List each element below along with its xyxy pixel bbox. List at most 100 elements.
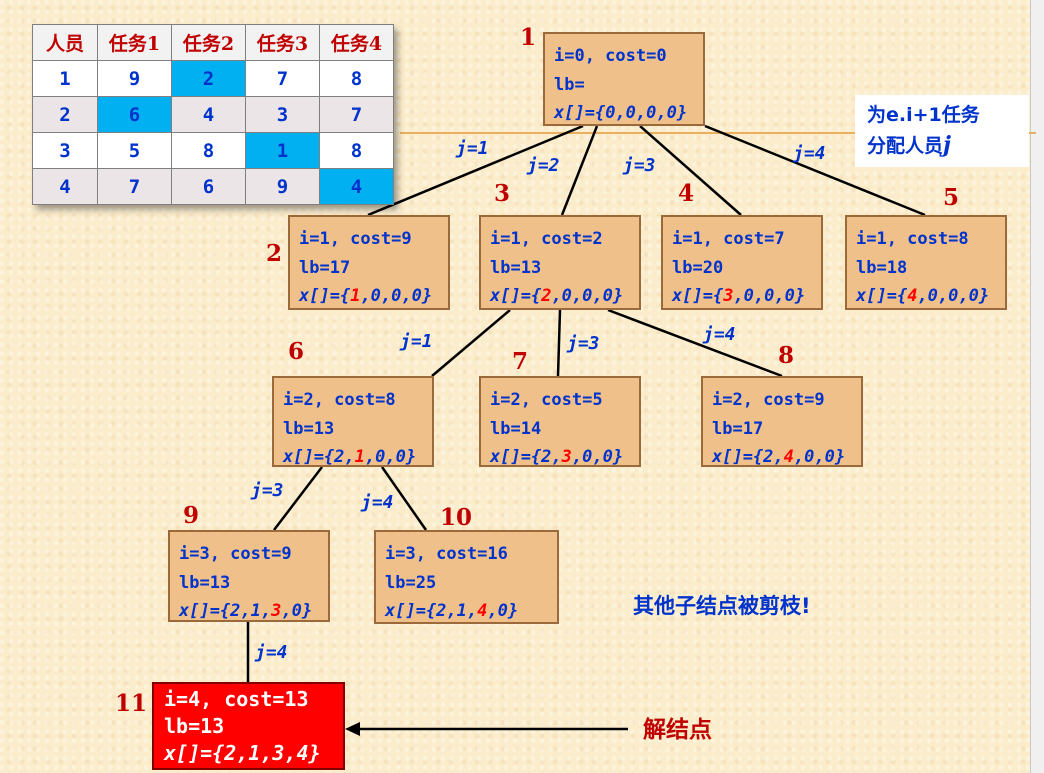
node-bound: lb=17 [299,257,351,278]
node-label-4: 4 [678,180,695,207]
tree-node-6: i=2, cost=8 lb=13 x[]={2,1,0,0} [272,376,434,467]
node-assignment: x[]={0,0,0,0} [554,103,688,123]
node-state: i=1, cost=7 [672,229,785,249]
tree-node-9: i=3, cost=9 lb=13 x[]={2,1,3,0} [168,530,330,622]
table-cell-highlighted: 1 [245,132,320,169]
node-state: i=1, cost=2 [490,229,603,249]
table-row: 3 5 8 1 8 [32,132,394,169]
node-assignment: x[]={4,0,0,0} [856,286,990,306]
node-label-7: 7 [512,348,529,375]
node-state: i=3, cost=9 [179,544,292,564]
table-cell-person: 4 [32,168,98,205]
edge-label-3-6: j=1 [400,331,433,352]
edge-label-3-7: j=3 [567,333,600,354]
decorative-rule [400,132,1036,134]
node-assignment: x[]={2,3,0,0} [490,447,624,467]
node-bound: lb=13 [490,257,542,278]
node-bound: lb=17 [712,418,764,439]
edge-3-8 [607,308,783,378]
table-cell: 7 [245,60,320,97]
table-cell-highlighted: 2 [171,60,246,97]
tree-node-4: i=1, cost=7 lb=20 x[]={3,0,0,0} [661,215,823,310]
tree-node-2: i=1, cost=9 lb=17 x[]={1,0,0,0} [288,215,450,310]
pruned-note: 其他子结点被剪枝! [633,594,811,618]
edge-label-6-9: j=3 [251,480,284,501]
tree-node-1: i=0, cost=0 lb= x[]={0,0,0,0} [543,32,705,126]
note-line-2: 分配人员 [867,135,944,157]
node-assignment: x[]={2,4,0,0} [712,447,846,467]
node-assignment: x[]={2,0,0,0} [490,286,624,306]
node-state: i=1, cost=9 [299,229,412,249]
edge-1-3 [560,125,599,216]
node-state: i=1, cost=8 [856,229,969,249]
node-assignment: x[]={2,1,3,4} [164,741,321,765]
table-cell: 6 [171,168,246,205]
node-label-8: 8 [778,342,795,369]
table-cell-highlighted: 6 [97,96,172,133]
tree-node-5: i=1, cost=8 lb=18 x[]={4,0,0,0} [845,215,1007,310]
edge-label-9-11: j=4 [255,642,288,663]
table-cell-person: 2 [32,96,98,133]
table-cell-person: 1 [32,60,98,97]
node-label-11: 11 [115,690,148,717]
edge-3-6 [431,309,511,377]
table-cell: 8 [319,132,394,169]
node-label-2: 2 [266,240,283,267]
table-cell: 3 [245,96,320,133]
tree-node-7: i=2, cost=5 lb=14 x[]={2,3,0,0} [479,376,641,467]
note-line-1: 为e.i+1任务 [867,104,980,126]
table-header-cell: 人员 [32,24,98,61]
tree-node-10: i=3, cost=16 lb=25 x[]={2,1,4,0} [374,530,559,624]
edge-6-9 [273,466,323,531]
node-bound: lb=13 [164,714,225,738]
tree-node-3: i=1, cost=2 lb=13 x[]={2,0,0,0} [479,215,641,310]
node-assignment: x[]={3,0,0,0} [672,286,806,306]
node-state: i=0, cost=0 [554,46,667,66]
arrow-head [345,722,360,736]
node-bound: lb=25 [385,572,437,593]
table-header-cell: 任务1 [97,24,172,61]
edge-1-2 [367,124,584,217]
table-cell: 5 [97,132,172,169]
node-label-1: 1 [520,24,537,51]
edge-label-3-8: j=4 [703,324,736,345]
node-bound: lb=20 [672,257,724,278]
table-cell: 9 [245,168,320,205]
table-header-cell: 任务4 [319,24,394,61]
note-var: j [943,132,951,158]
node-state: i=2, cost=9 [712,390,825,410]
node-assignment: x[]={2,1,0,0} [283,447,417,467]
node-label-5: 5 [943,184,960,211]
table-header-cell: 任务3 [245,24,320,61]
node-state: i=2, cost=5 [490,390,603,410]
node-label-9: 9 [183,502,200,529]
table-cell: 4 [171,96,246,133]
table-cell: 9 [97,60,172,97]
node-label-6: 6 [288,338,305,365]
node-bound: lb=13 [283,418,335,439]
table-cell: 8 [171,132,246,169]
node-bound: lb= [554,74,585,95]
edge-label-1-2: j=1 [456,138,489,159]
table-header-cell: 任务2 [171,24,246,61]
table-row: 4 7 6 9 4 [32,168,394,205]
tree-node-8: i=2, cost=9 lb=17 x[]={2,4,0,0} [701,376,863,467]
edge-label-1-5: j=4 [793,143,826,164]
cost-table: 人员 任务1 任务2 任务3 任务4 1 9 2 7 8 2 6 4 3 7 3… [32,24,394,205]
node-assignment: x[]={2,1,4,0} [385,601,519,621]
node-bound: lb=14 [490,418,542,439]
node-assignment: x[]={1,0,0,0} [299,286,433,306]
edge-label-6-10: j=4 [361,492,394,513]
table-cell-person: 3 [32,132,98,169]
tree-node-11-solution: i=4, cost=13 lb=13 x[]={2,1,3,4} [152,682,345,770]
node-bound: lb=13 [179,572,231,593]
node-state: i=2, cost=8 [283,390,396,410]
table-cell-highlighted: 4 [319,168,394,205]
edge-label-1-3: j=2 [527,155,560,176]
scrollbar[interactable] [1031,0,1044,773]
table-cell: 8 [319,60,394,97]
node-state: i=4, cost=13 [164,687,309,711]
node-label-3: 3 [494,180,511,207]
edge-label-1-4: j=3 [623,155,656,176]
